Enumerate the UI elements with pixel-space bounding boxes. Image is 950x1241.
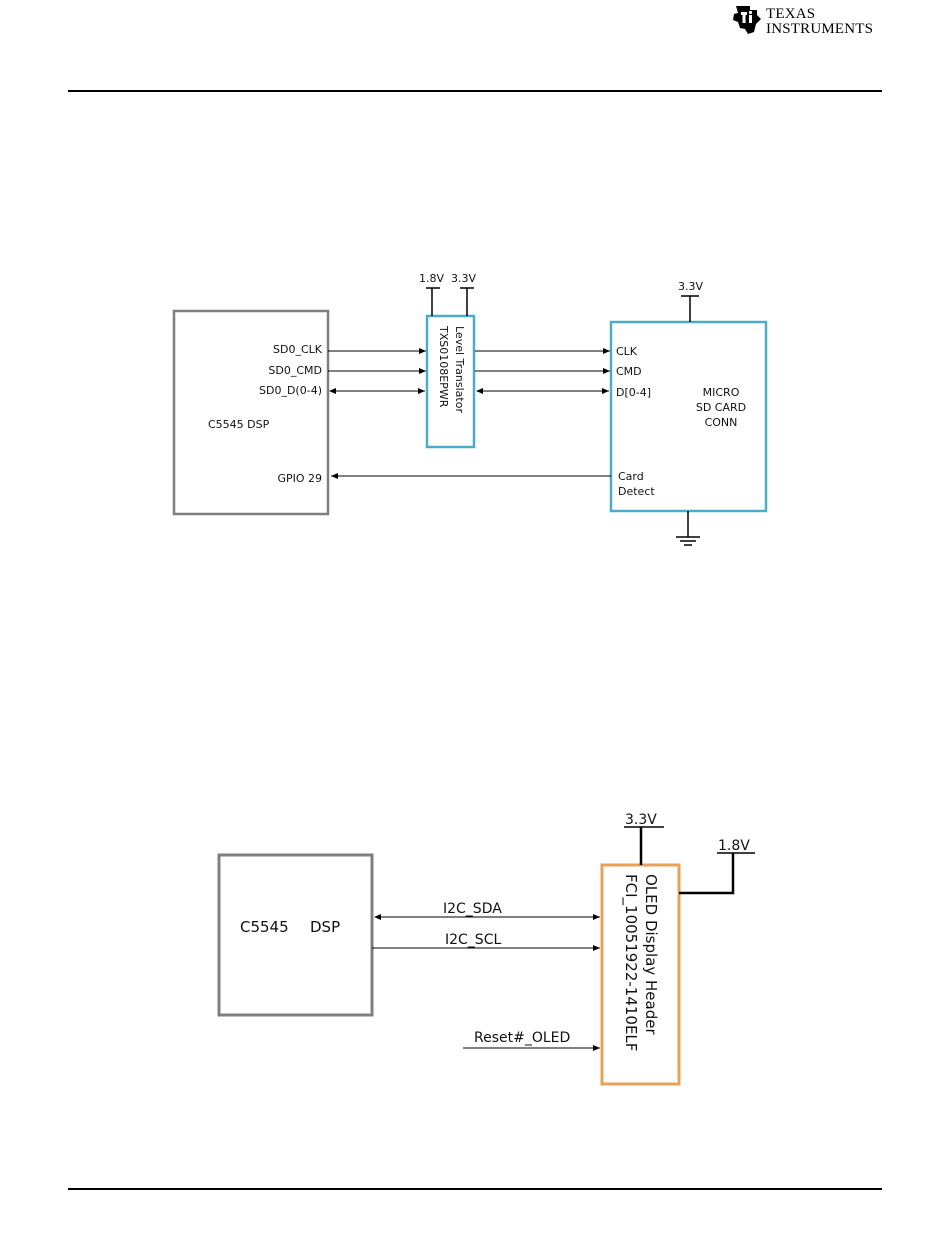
sd-pin-detect: Detect [618, 485, 655, 498]
oled-diagram: C5545 DSP OLED Display Header FCI_100519… [219, 812, 755, 1084]
reset-label: Reset#_OLED [474, 1030, 570, 1046]
oled-rail-b-wire [679, 853, 733, 893]
sd-name-line1: MICRO [703, 386, 740, 399]
sd-pin-clk: CLK [616, 345, 638, 358]
dsp-pin-clk: SD0_CLK [273, 343, 323, 356]
oled-rail-a: 3.3V [625, 812, 657, 828]
dsp2-label2: DSP [310, 918, 340, 936]
dsp-label: C5545 DSP [208, 418, 270, 431]
translator-rail-a: 1.8V [419, 272, 444, 285]
oled-header-line2: FCI_10051922-1410ELF [621, 874, 640, 1051]
dsp-pin-data: SD0_D(0-4) [259, 384, 322, 397]
translator-line2: TXS0108EPWR [437, 325, 450, 408]
sd-pin-data: D[0-4] [616, 386, 651, 399]
sd-pin-cmd: CMD [616, 365, 642, 378]
oled-rail-b: 1.8V [718, 838, 750, 854]
dsp-pin-cmd: SD0_CMD [268, 364, 322, 377]
dsp2-label1: C5545 [240, 918, 289, 936]
scl-label: I2C_SCL [445, 932, 501, 948]
sd-name-line3: CONN [705, 416, 738, 429]
translator-rail-b: 3.3V [451, 272, 476, 285]
sd-pin-card: Card [618, 470, 644, 483]
sd-name-line2: SD CARD [696, 401, 746, 414]
sda-label: I2C_SDA [443, 901, 502, 917]
translator-line1: Level Translator [453, 326, 466, 413]
oled-header-line1: OLED Display Header [642, 874, 660, 1035]
dsp-pin-gpio: GPIO 29 [277, 472, 322, 485]
sd-rail-label: 3.3V [678, 280, 703, 293]
ground-symbol [676, 511, 700, 545]
